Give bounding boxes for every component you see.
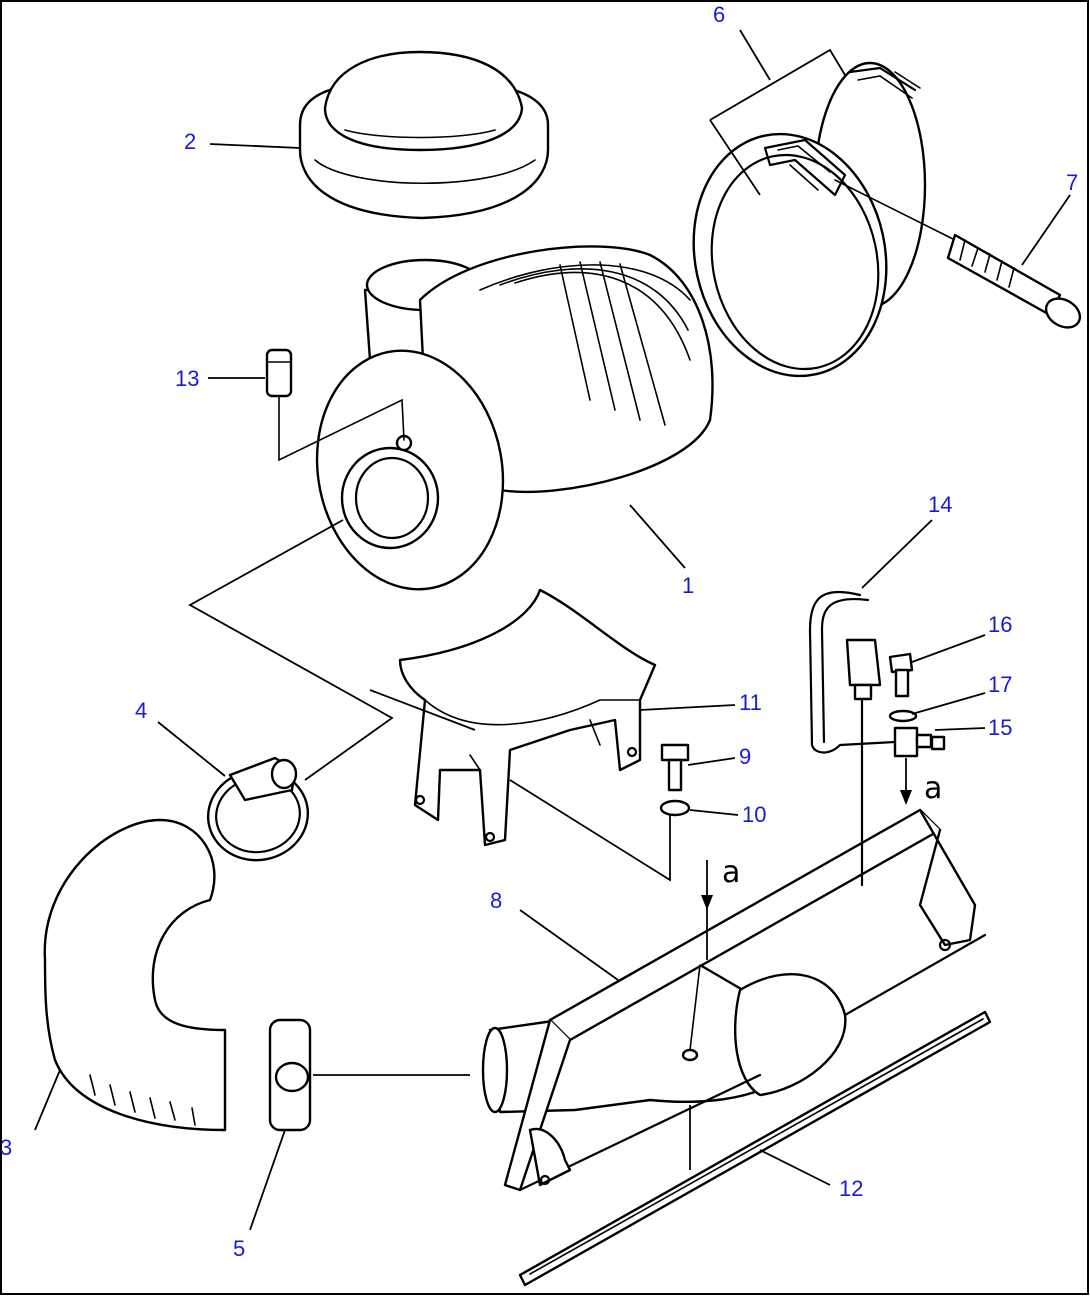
part-12-strip [518, 1010, 992, 1287]
callout-1: 1 [682, 573, 694, 598]
callout-4: 4 [135, 698, 147, 723]
part-8-precleaner-assembly [481, 808, 987, 1192]
callout-leaders [34, 29, 1071, 1231]
callout-10: 10 [742, 802, 766, 827]
callout-14: 14 [928, 492, 952, 517]
callout-11: 11 [739, 690, 762, 715]
callout-16: 16 [988, 612, 1012, 637]
part-11-bracket [398, 588, 657, 847]
callout-3: 3 [0, 1135, 12, 1160]
reference-arrows [701, 758, 912, 960]
callout-6: 6 [713, 2, 725, 27]
part-15-fitting [893, 726, 946, 758]
part-1-air-cleaner [315, 245, 714, 591]
callout-15: 15 [988, 715, 1012, 740]
part-9-bolt [660, 743, 690, 792]
part-13-indicator-plug [265, 348, 405, 462]
callout-5: 5 [233, 1236, 245, 1261]
callout-12: 12 [839, 1176, 863, 1201]
part-3-elbow-hose [43, 818, 227, 1132]
assembly-lines [188, 48, 846, 1170]
part-17-washer [888, 709, 918, 723]
callout-labels: 1 2 3 4 5 6 7 8 9 10 11 12 13 14 15 16 1… [0, 2, 1078, 1261]
callout-8: 8 [490, 888, 502, 913]
part-16-bolt [888, 652, 914, 698]
part-14-tube [808, 590, 897, 887]
callout-17: 17 [988, 672, 1012, 697]
part-5-connector [268, 1018, 312, 1132]
reference-mark-a-upper: a [924, 771, 942, 806]
part-7-bolt [834, 179, 1082, 329]
callout-2: 2 [184, 129, 196, 154]
part-2-cap [298, 50, 550, 220]
callout-7: 7 [1066, 170, 1078, 195]
reference-mark-a-lower: a [722, 855, 740, 890]
part-6-band-clamps [692, 61, 927, 378]
callout-9: 9 [739, 744, 751, 769]
callout-13: 13 [175, 366, 199, 391]
part-10-washer [659, 799, 691, 817]
part-4-hose-clamp [206, 756, 310, 862]
